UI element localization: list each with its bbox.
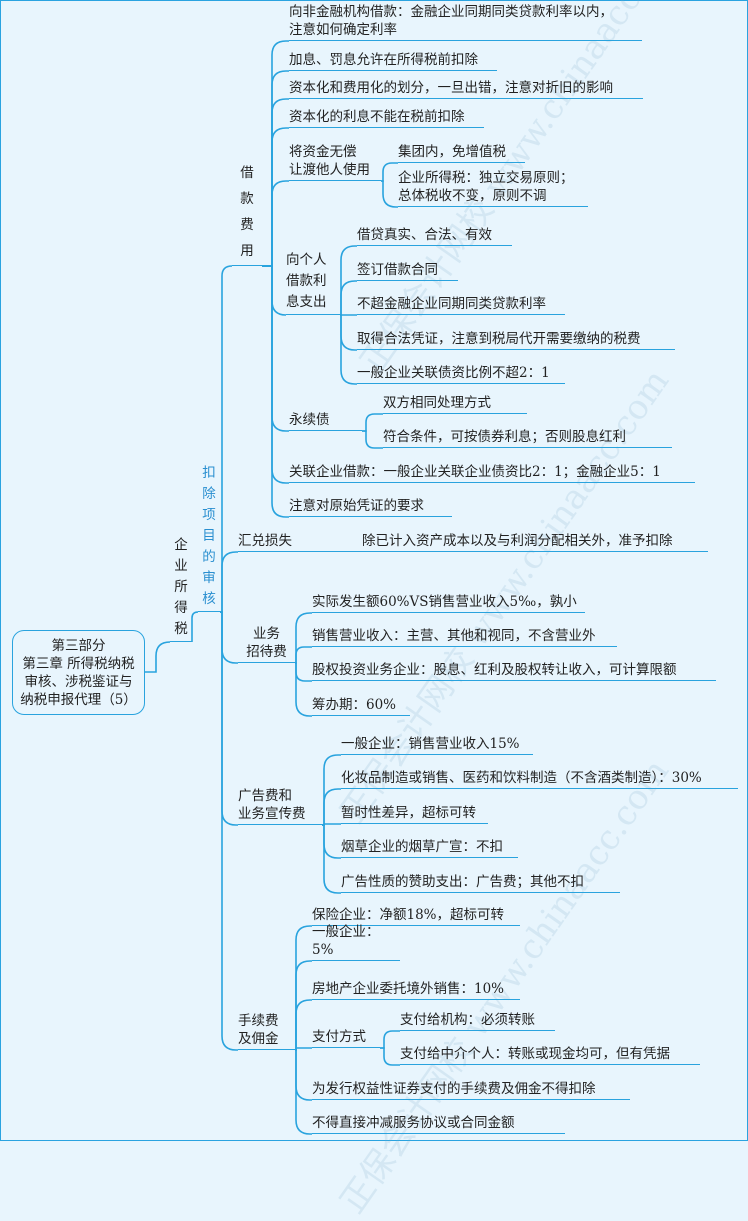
map-node: 烟草企业的烟草广宣：不扣: [341, 838, 518, 858]
map-node: 双方相同处理方式: [383, 394, 527, 414]
root-title-line: 第三章 所得税纳税: [22, 656, 135, 672]
map-node: 一般企业：销售营业收入15%: [341, 735, 533, 755]
root-node: 第三部分 第三章 所得税纳税 审核、涉税鉴证与 纳税申报代理（5）: [12, 630, 145, 715]
map-node: 资本化的利息不能在税前扣除: [289, 108, 484, 128]
map-node: 向非金融机构借款：金融企业同期同类贷款利率以内， 注意如何确定利率: [289, 3, 642, 41]
section-node: 扣除项目的审核: [198, 463, 220, 612]
map-node: 一般企业关联债资比例不超2：1: [357, 364, 565, 384]
map-node: 符合条件，可按债券利息；否则股息红利: [383, 428, 672, 448]
entertainment-node: 业务 招待费: [238, 625, 295, 663]
borrowing-node: 借款费用: [232, 160, 262, 266]
map-node: 关联企业借款：一般企业关联企业债资比2：1；金融企业5：1: [289, 463, 695, 483]
map-node: 支付给中介个人：转账或现金均可，但有凭据: [400, 1045, 700, 1065]
fx-loss-node: 汇兑损失: [238, 532, 345, 552]
map-node: 销售营业收入：主营、其他和视同，不含营业外: [312, 627, 617, 647]
map-node: 化妆品制造或销售、医药和饮料制造（不含酒类制造）：30%: [341, 769, 738, 789]
free-transfer-node: 将资金无偿 让渡他人使用: [289, 143, 381, 181]
map-node: 一般企业：5%: [312, 923, 400, 961]
map-node: 企业所得税：独立交易原则； 总体税收不变，原则不调: [398, 169, 588, 207]
topic-node: 企业所得税: [170, 535, 192, 642]
map-node: 实际发生额60%VS销售营业收入5‰，孰小: [312, 593, 585, 613]
map-node: 房地产企业委托境外销售：10%: [312, 980, 520, 1000]
map-node: 为发行权益性证券支付的手续费及佣金不得扣除: [312, 1080, 630, 1100]
map-node: 资本化和费用化的划分，一旦出错，注意对折旧的影响: [289, 79, 643, 99]
perpetual-bond-node: 永续债: [289, 411, 362, 431]
map-node: 注意对原始凭证的要求: [289, 497, 452, 517]
map-node: 借贷真实、合法、有效: [357, 226, 512, 246]
map-node: 取得合法凭证，注意到税局代开需要缴纳的税费: [357, 330, 675, 350]
advertising-node: 广告费和 业务宣传费: [238, 787, 322, 825]
map-node: 签订借款合同: [357, 261, 458, 281]
map-node: 暂时性差异，超标可转: [341, 804, 488, 824]
payment-method-node: 支付方式: [312, 1028, 380, 1048]
map-node: 不超金融企业同期同类贷款利率: [357, 295, 565, 315]
map-node: 保险企业：净额18%，超标可转: [312, 906, 520, 926]
map-node: 加息、罚息允许在所得税前扣除: [289, 51, 497, 71]
map-node: 不得直接冲减服务协议或合同金额: [312, 1114, 565, 1134]
map-node: 除已计入资产成本以及与利润分配相关外，准予扣除: [345, 532, 708, 552]
map-node: 股权投资业务企业：股息、红利及股权转让收入，可计算限额: [312, 661, 716, 681]
commission-node: 手续费 及佣金: [238, 1012, 295, 1050]
root-part: 第三部分: [51, 638, 106, 654]
map-node: 支付给机构：必须转账: [400, 1011, 555, 1031]
root-title-line: 审核、涉税鉴证与: [24, 674, 133, 690]
map-node: 广告性质的赞助支出：广告费；其他不扣: [341, 873, 620, 893]
individual-loan-node: 向个人借款利息支出: [286, 250, 340, 315]
root-title-line: 纳税申报代理（5）: [20, 692, 137, 708]
map-node: 筹办期：60%: [312, 696, 410, 716]
map-node: 集团内，免增值税: [398, 143, 525, 163]
